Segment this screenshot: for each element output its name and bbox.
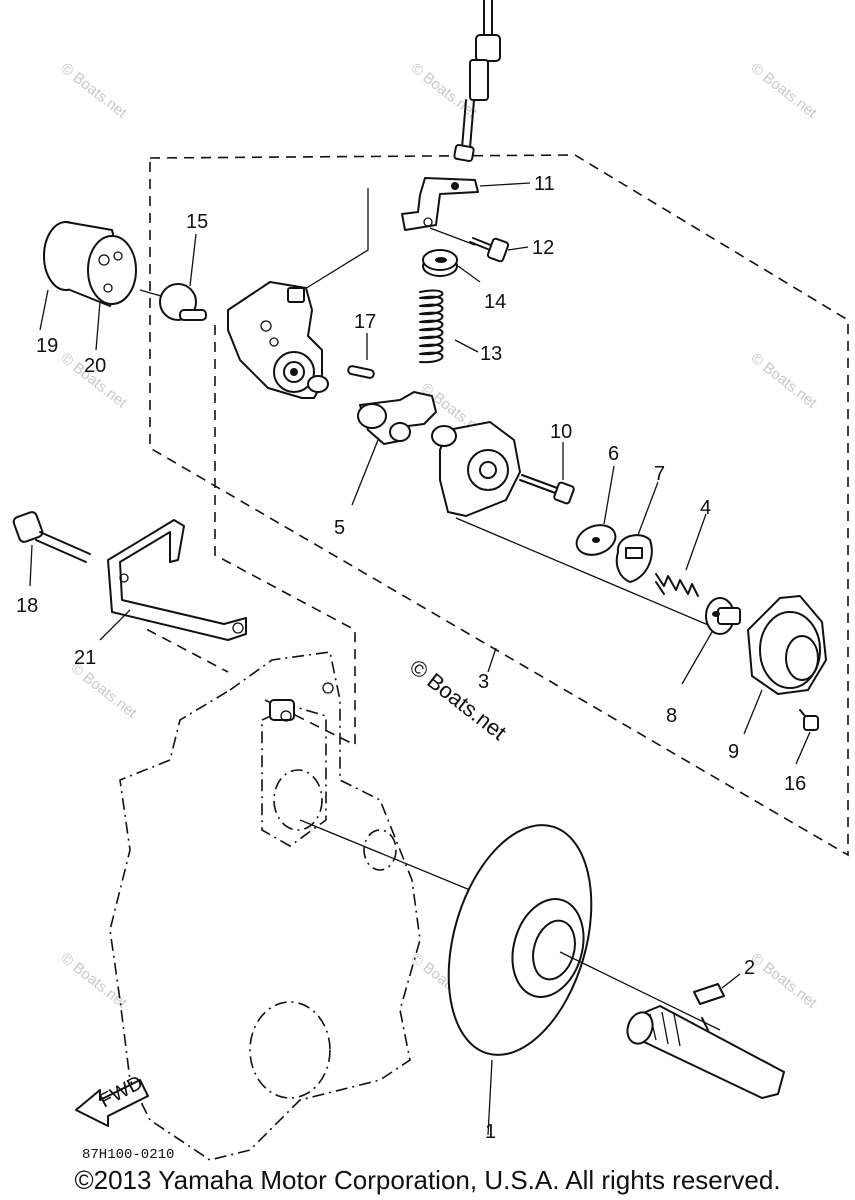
shaft-lever-part-5 (351, 391, 437, 506)
screw-part-12 (429, 227, 529, 263)
part-number-7: 7 (654, 463, 665, 485)
part-number-3: 3 (478, 671, 489, 693)
watermark: © Boats.net (58, 950, 131, 1012)
part-number-18: 18 (16, 595, 38, 617)
part-number-14: 14 (484, 291, 506, 313)
weight-part-8 (681, 597, 741, 685)
screw-part-16 (795, 709, 819, 765)
watermark: © Boats.net (748, 60, 821, 122)
part-number-4: 4 (700, 497, 711, 519)
part-number-9: 9 (728, 741, 739, 763)
part-number-1: 1 (485, 1121, 496, 1143)
watermark: © Boats.net (68, 660, 141, 722)
plug-part-15 (159, 233, 207, 321)
watermark: © Boats.net (748, 350, 821, 412)
bolt-part-18 (12, 511, 91, 587)
part-number-13: 13 (480, 343, 502, 365)
part-number-12: 12 (532, 237, 554, 259)
part-number-8: 8 (666, 705, 677, 727)
center-watermark: © Boats.net (405, 654, 511, 745)
inner-dashed-line (214, 325, 356, 747)
part-number-10: 10 (550, 421, 572, 443)
part-number-labels: 1 2 3 4 5 6 7 8 9 10 11 12 13 14 15 16 1… (16, 173, 806, 1143)
spring-part-4 (655, 513, 707, 597)
drawing-code: 87H100-0210 (82, 1147, 174, 1163)
cap-part-19-20 (39, 221, 169, 351)
washer-part-6 (575, 465, 617, 556)
part-number-5: 5 (334, 517, 345, 539)
throttle-cable (453, 0, 501, 162)
assembly-boundary-dashed (149, 154, 849, 857)
forward-arrow-icon: FWD (75, 1072, 149, 1127)
crankshaft (626, 1005, 785, 1099)
spring-part-13 (419, 289, 479, 364)
engine-case (109, 651, 471, 1161)
sheave-part-1 (447, 824, 721, 1136)
pin-part-17 (347, 333, 375, 379)
part-number-11: 11 (534, 173, 555, 195)
copyright-notice: ©2013 Yamaha Motor Corporation, U.S.A. A… (74, 1165, 781, 1195)
part-number-16: 16 (784, 773, 806, 795)
part-number-6: 6 (608, 443, 619, 465)
watermark: © Boats.net (748, 950, 821, 1012)
key-part-2 (693, 973, 741, 1005)
governor-housing (227, 188, 369, 399)
part-number-2: 2 (744, 957, 755, 979)
clip-part-7 (615, 481, 659, 583)
part-number-19: 19 (36, 335, 58, 357)
watermark: © Boats.net (58, 60, 131, 122)
bolt-part-10 (519, 442, 575, 505)
leader-part-3 (487, 647, 497, 673)
lever-part-11 (401, 177, 531, 231)
part-number-21: 21 (74, 647, 96, 669)
bracket-part-21 (99, 519, 247, 641)
collar-part-14 (422, 249, 481, 283)
cover-assembly (431, 421, 721, 631)
part-number-15: 15 (186, 211, 208, 233)
cap-part-9 (743, 595, 827, 735)
part-number-17: 17 (354, 311, 376, 333)
part-number-20: 20 (84, 355, 106, 377)
